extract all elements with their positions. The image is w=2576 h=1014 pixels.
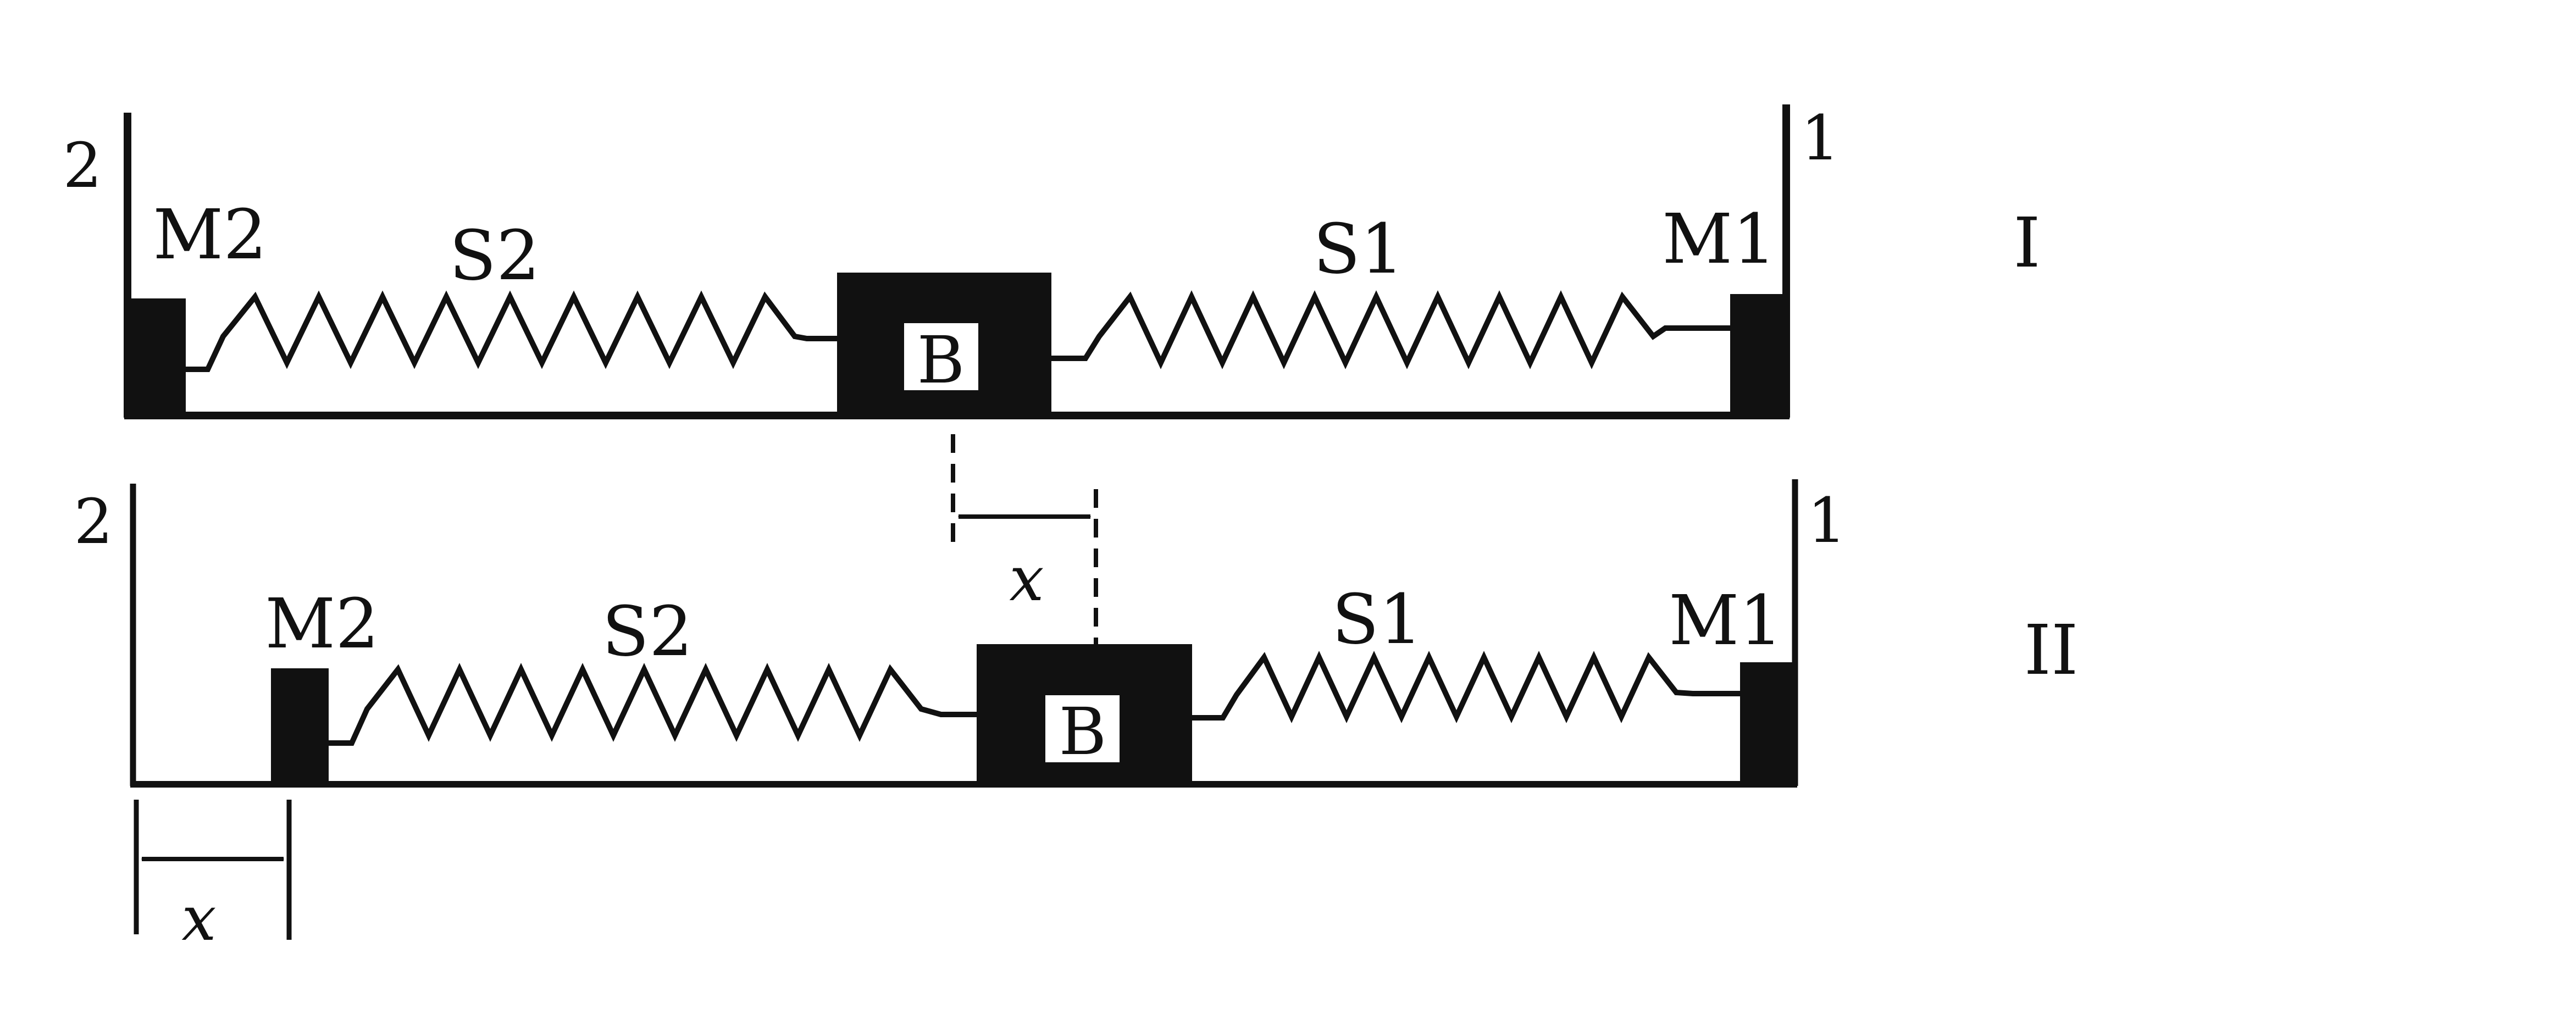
mass-m2-label: M2 bbox=[153, 195, 267, 275]
mass-m1 bbox=[1740, 662, 1795, 786]
right-wall-label: 1 bbox=[1801, 103, 1840, 174]
right-wall-label: 1 bbox=[1807, 485, 1846, 557]
panel-i-label: I bbox=[2013, 203, 2040, 283]
spring-s2-label: S2 bbox=[449, 216, 540, 296]
mass-displacement-label: x bbox=[181, 883, 216, 955]
mass-m1-label: M1 bbox=[1669, 581, 1783, 661]
block-b-label: B bbox=[917, 322, 965, 398]
spring-s1 bbox=[1192, 651, 1740, 723]
mass-m1 bbox=[1730, 294, 1786, 418]
mass-m2 bbox=[271, 668, 329, 786]
block-displacement-marker: x bbox=[951, 434, 1098, 646]
panel-ii: II 2 1 M2 M1 S2 S1 B bbox=[74, 479, 2079, 788]
spring-s2 bbox=[329, 663, 977, 746]
spring-s2 bbox=[186, 290, 837, 372]
spring-s1 bbox=[1051, 290, 1730, 369]
mass-m2 bbox=[128, 298, 186, 418]
spring-s2-label: S2 bbox=[602, 592, 693, 672]
spring-s1-label: S1 bbox=[1332, 580, 1422, 660]
block-b-label-box bbox=[904, 323, 978, 390]
mass-m2-label: M2 bbox=[265, 584, 379, 664]
panel-ii-label: II bbox=[2024, 611, 2079, 690]
left-wall-label: 2 bbox=[63, 130, 102, 202]
mass-displacement-marker: x bbox=[134, 800, 292, 955]
left-wall-label: 2 bbox=[74, 486, 113, 558]
spring-s1-label: S1 bbox=[1313, 209, 1404, 289]
panel-i: I 2 1 M2 M1 S2 S1 B bbox=[63, 103, 2041, 419]
mass-m1-label: M1 bbox=[1662, 200, 1776, 279]
block-b-label-box bbox=[1045, 695, 1120, 762]
block-b-label: B bbox=[1059, 694, 1107, 769]
block-displacement-label: x bbox=[1009, 544, 1044, 615]
